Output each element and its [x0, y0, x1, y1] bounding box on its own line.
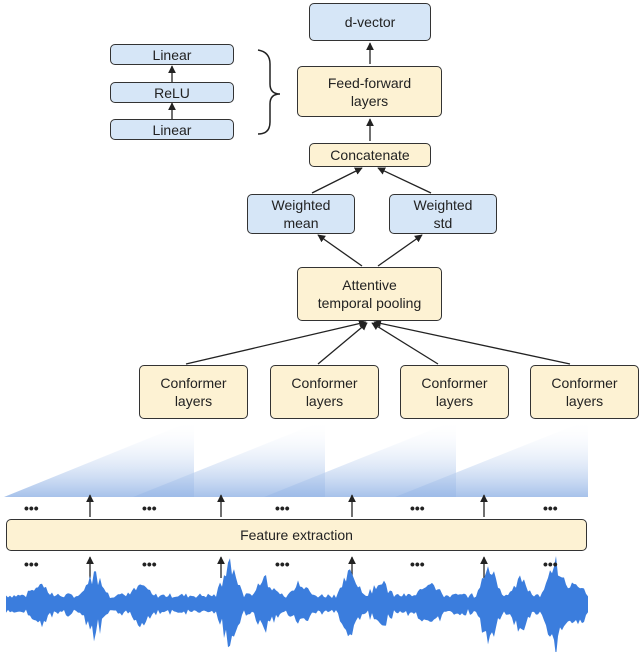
ellipsis-top-2: •••: [142, 500, 157, 516]
ellipsis-bottom-5: •••: [543, 556, 558, 572]
conformer-box-4: Conformer layers: [530, 365, 639, 419]
arrow-atp-to-wmean: [317, 234, 363, 267]
linear-bottom-box: Linear: [110, 119, 234, 140]
receptive-field-4: [395, 420, 588, 497]
feed-forward-box: Feed-forward layers: [297, 66, 442, 117]
arrow-conf4-to-atp: [373, 319, 571, 365]
ellipsis-top-4: •••: [410, 500, 425, 516]
brace: [257, 49, 281, 135]
ellipsis-top-3: •••: [275, 500, 290, 516]
attentive-pooling-box: Attentive temporal pooling: [297, 267, 442, 321]
receptive-field-2: [133, 420, 325, 497]
d-vector-box: d-vector: [309, 3, 431, 41]
concatenate-box: Concatenate: [309, 143, 431, 167]
ellipsis-bottom-2: •••: [142, 556, 157, 572]
arrow-wmean-to-concat: [311, 167, 363, 194]
ellipsis-top-1: •••: [24, 500, 39, 516]
relu-box: ReLU: [110, 82, 234, 103]
weighted-mean-box: Weighted mean: [247, 194, 355, 234]
arrow-conf1-to-atp: [185, 319, 367, 365]
receptive-field-3: [264, 420, 456, 497]
weighted-std-box: Weighted std: [389, 194, 497, 234]
arrow-atp-to-wstd: [377, 234, 423, 267]
feature-extraction-box: Feature extraction: [6, 519, 587, 551]
arrow-conf2-to-atp: [317, 322, 368, 365]
receptive-field-1: [4, 420, 194, 497]
linear-top-box: Linear: [110, 44, 234, 65]
ellipsis-bottom-3: •••: [275, 556, 290, 572]
arrow-wstd-to-concat: [377, 167, 432, 194]
audio-waveform: [6, 556, 588, 652]
conformer-box-3: Conformer layers: [400, 365, 509, 419]
conformer-box-2: Conformer layers: [270, 365, 379, 419]
ellipsis-bottom-1: •••: [24, 556, 39, 572]
arrow-conf3-to-atp: [371, 322, 439, 365]
ellipsis-top-5: •••: [543, 500, 558, 516]
receptive-field-wedges: [4, 420, 588, 497]
conformer-box-1: Conformer layers: [139, 365, 248, 419]
ellipsis-bottom-4: •••: [410, 556, 425, 572]
